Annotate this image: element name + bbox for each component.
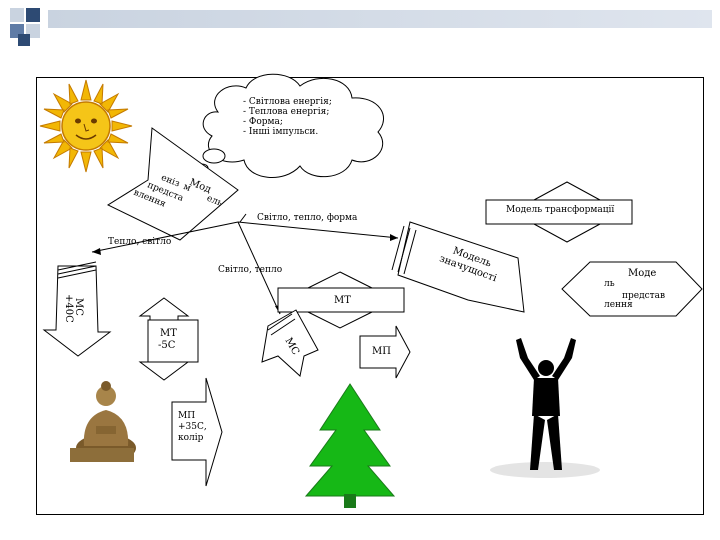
label-mt: МТ (334, 295, 351, 306)
tree-icon (306, 384, 394, 508)
label-notation: ль (604, 280, 615, 290)
label-mp35: колір (178, 434, 203, 444)
sun-icon (40, 80, 132, 172)
mc40-text: +40С (63, 294, 74, 323)
label-light-heat-form: Світло, тепло, форма (257, 214, 357, 224)
mc40-text: МС (73, 298, 84, 316)
label-mp: МП (372, 346, 391, 357)
label-mp35: МП (178, 412, 195, 422)
label-notation: лення (604, 301, 633, 311)
flow-line (238, 222, 398, 238)
label-heat-light: Тепло, світло (108, 238, 171, 248)
label-notation: Моде (628, 268, 656, 279)
label-light-heat: Світло, тепло (218, 266, 282, 276)
flow-arrowhead (390, 234, 398, 241)
buddha-icon (70, 381, 136, 462)
flow-line (240, 214, 246, 222)
label-mt5: МТ (160, 328, 177, 339)
label-mt5: -5С (158, 340, 175, 351)
label-transform-model: Модель трансформації (506, 206, 614, 216)
person-silhouette-icon (490, 338, 600, 478)
flow-arrowhead (92, 248, 101, 255)
label-mp35: +35С, (178, 423, 207, 433)
cloud-line: - Інші імпульси. (243, 128, 332, 138)
cloud-text: - Світлова енергія; - Теплова енергія; -… (243, 98, 332, 138)
